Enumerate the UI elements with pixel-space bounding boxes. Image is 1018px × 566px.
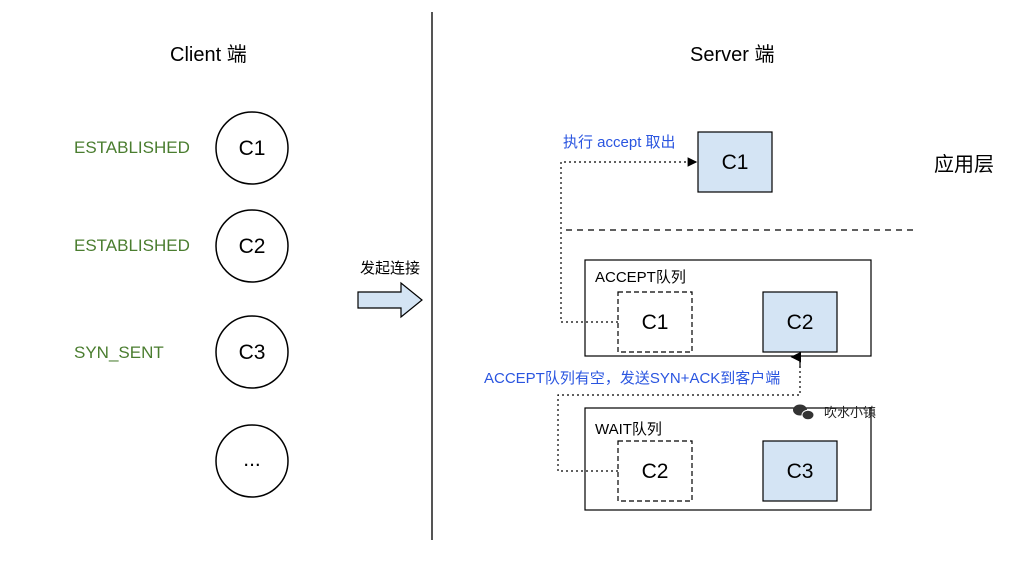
accept-queue-c1-box — [617, 291, 693, 353]
wait-queue-c2-box — [617, 440, 693, 502]
wait-queue-label: WAIT队列 — [595, 421, 662, 438]
client-state-2: ESTABLISHED — [74, 236, 190, 255]
wait-queue-c3-label: C3 — [786, 460, 814, 483]
client-circle-c2 — [215, 209, 289, 283]
client-conn-more: ... — [243, 448, 261, 471]
client-circle-c1 — [215, 111, 289, 185]
accept-queue-c2-label: C2 — [786, 311, 814, 334]
connect-arrow-label: 发起连接 — [360, 260, 421, 277]
client-state-3: SYN_SENT — [74, 343, 164, 362]
syn-ack-note: ACCEPT队列有空，发送SYN+ACK到客户端 — [484, 370, 781, 387]
client-circle-c3 — [215, 315, 289, 389]
client-conn-c2: C2 — [238, 235, 266, 258]
connect-arrow — [357, 281, 423, 319]
app-layer-c1-label: C1 — [721, 151, 749, 174]
wechat-icon — [793, 404, 815, 421]
accept-to-app-connector — [560, 157, 698, 323]
watermark-text: 吹水小镇 — [824, 405, 877, 420]
client-conn-c1: C1 — [238, 137, 266, 160]
accept-queue-label: ACCEPT队列 — [595, 269, 686, 286]
app-layer-c1-box — [697, 131, 773, 193]
app-layer-label: 应用层 — [934, 154, 994, 176]
client-circle-more — [215, 424, 289, 498]
wait-to-accept-connector — [557, 356, 801, 472]
client-title: Client 端 — [170, 44, 247, 66]
accept-queue-c1-label: C1 — [641, 311, 669, 334]
server-title: Server 端 — [690, 44, 775, 66]
client-conn-c3: C3 — [238, 341, 266, 364]
client-state-1: ESTABLISHED — [74, 138, 190, 157]
wait-queue-c3-box — [762, 440, 838, 502]
accept-note: 执行 accept 取出 — [563, 134, 676, 151]
wait-queue-c2-label: C2 — [641, 460, 669, 483]
